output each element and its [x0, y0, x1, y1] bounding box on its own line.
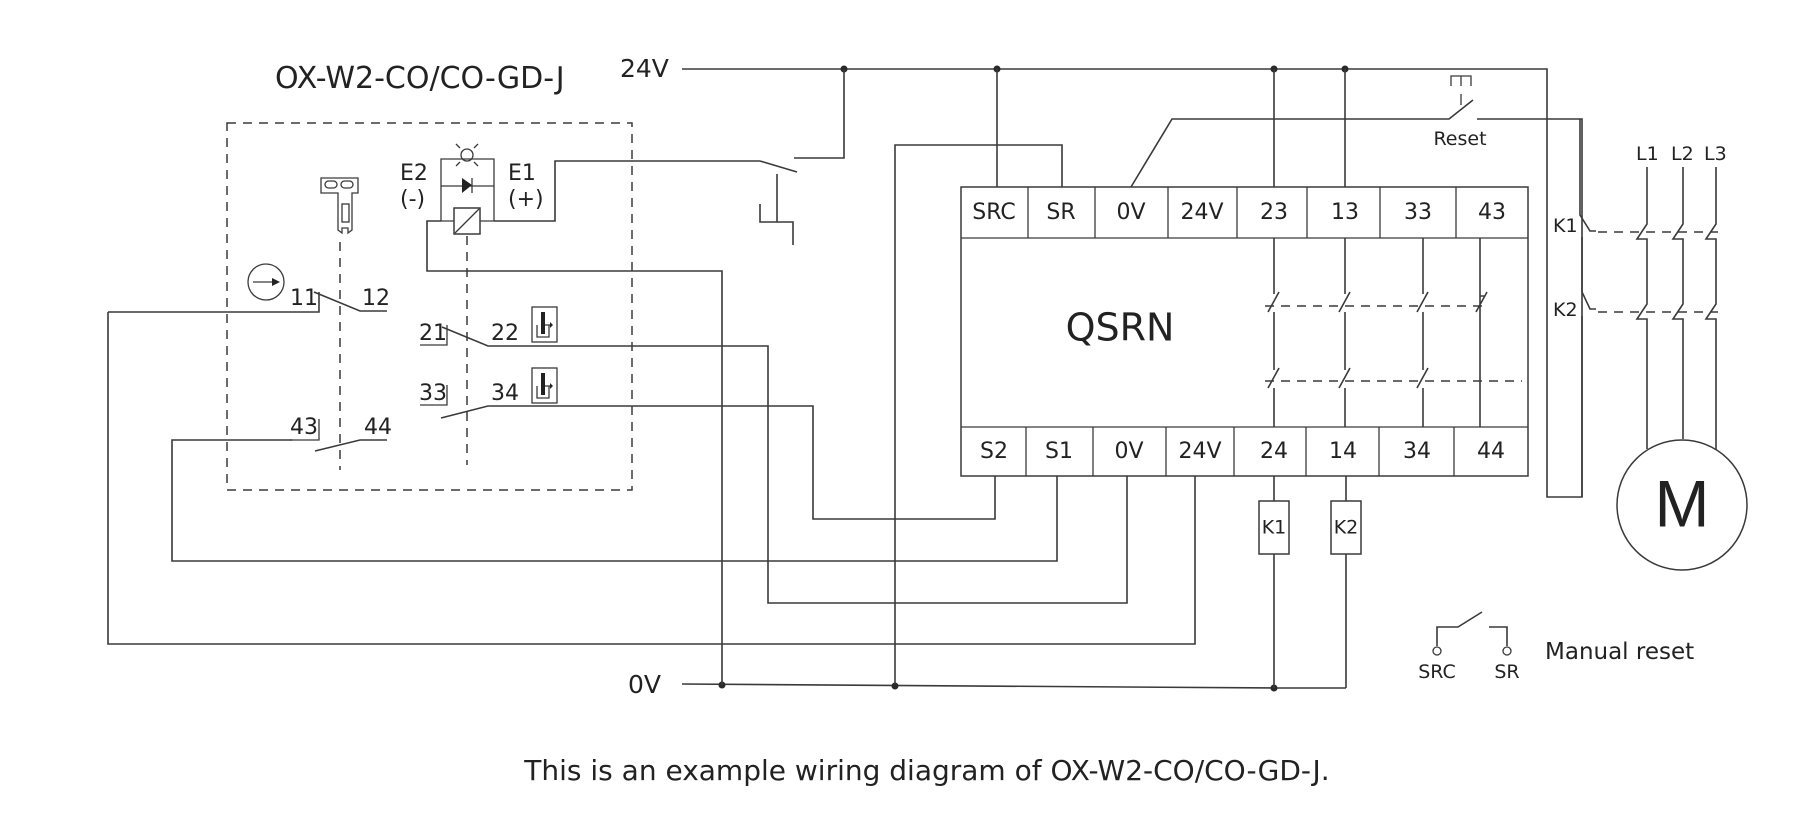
position-switch-icon	[531, 367, 558, 404]
contact-11-12: 11 12	[107, 263, 1196, 645]
terminal-label: S1	[1045, 439, 1073, 464]
contact-33-34: 33 34	[419, 367, 996, 520]
contact-label: 44	[364, 415, 392, 440]
terminal-label: 43	[1478, 200, 1506, 225]
contact-label: 12	[362, 286, 390, 311]
qsrn-relay: QSRN SRC SR 0V 24V 23 13 33 43 S2 S1 0V …	[960, 186, 1529, 477]
e2-polarity: (-)	[400, 187, 425, 212]
rail-24v-label: 24V	[620, 54, 669, 83]
coil-k2: K2	[1330, 476, 1362, 688]
terminal-label: 24V	[1180, 200, 1223, 225]
terminal-label: 0V	[1116, 200, 1145, 225]
wire-e2	[426, 220, 723, 685]
feedback-loop: K1 K2	[1553, 119, 1718, 497]
wire-sr	[894, 144, 1063, 684]
terminal-label: 13	[1331, 200, 1359, 225]
terminal-label: 24	[1260, 439, 1288, 464]
contact-label: 33	[419, 381, 447, 406]
phase-label: L1	[1636, 143, 1659, 165]
relay-top-terminals: SRC SR 0V 24V 23 13 33 43	[972, 200, 1506, 225]
coil-label: K2	[1334, 517, 1359, 539]
terminal-label: 44	[1477, 439, 1505, 464]
terminal-label: SR	[1046, 200, 1075, 225]
k2-contact-label: K2	[1553, 299, 1578, 321]
actuator-key-icon	[320, 177, 359, 235]
reset-button: Reset	[1433, 75, 1487, 150]
wire-23-13	[1273, 69, 1346, 187]
device-title: OX-W2-CO/CO-GD-J	[275, 61, 565, 96]
phase-label: L2	[1671, 143, 1694, 165]
contact-label: 11	[290, 286, 318, 311]
relay-name: QSRN	[1066, 306, 1175, 350]
e1-label: E1	[508, 161, 536, 186]
internal-contacts	[1265, 238, 1522, 427]
terminal-label: 14	[1329, 439, 1357, 464]
rail-24v	[682, 68, 1583, 498]
phase-label: L3	[1704, 143, 1727, 165]
led-solenoid-block	[440, 143, 495, 235]
direction-arrow-icon	[247, 263, 285, 301]
switch-enclosure	[226, 122, 633, 491]
position-switch-icon	[531, 306, 558, 343]
contact-label: 21	[419, 321, 447, 346]
rail-0v	[681, 683, 1346, 689]
e1-polarity: (+)	[508, 187, 544, 212]
terminal-label: 0V	[1114, 439, 1143, 464]
coil-k1: K1	[1258, 476, 1290, 688]
manual-reset-label: Manual reset	[1545, 639, 1694, 665]
relay-bottom-terminals: S2 S1 0V 24V 24 14 34 44	[980, 439, 1505, 464]
terminal-label: 24V	[1178, 439, 1221, 464]
relay-body	[960, 186, 1529, 477]
manual-reset-src: SRC	[1418, 661, 1456, 683]
coil-label: K1	[1262, 517, 1287, 539]
contact-21-22: 21 22	[419, 306, 1128, 604]
wire-43-to-s1	[171, 439, 1058, 562]
emergency-stop-switch	[759, 69, 845, 245]
e2-label: E2	[400, 161, 428, 186]
wire-e1	[494, 160, 760, 222]
manual-reset-sr: SR	[1494, 661, 1519, 683]
rail-0v-label: 0V	[628, 670, 661, 699]
terminal-label: 33	[1404, 200, 1432, 225]
terminal-label: 34	[1403, 439, 1431, 464]
diode-icon	[462, 178, 472, 193]
reset-label: Reset	[1433, 128, 1486, 150]
contact-label: 43	[290, 415, 318, 440]
manual-reset-legend: SRC SR Manual reset	[1418, 611, 1694, 683]
junction-dot	[891, 682, 899, 690]
motor-label: M	[1655, 466, 1710, 540]
contact-label: 22	[491, 321, 519, 346]
terminal-label: S2	[980, 439, 1008, 464]
terminal-label: SRC	[972, 200, 1016, 225]
k1-contact-label: K1	[1553, 215, 1578, 237]
contact-43-44: 43 44	[171, 415, 1058, 562]
contact-label: 34	[491, 381, 519, 406]
wire-11-to-24v	[107, 312, 1196, 645]
power-contacts: L1 L2 L3	[1635, 143, 1727, 449]
diagram-caption: This is an example wiring diagram of OX-…	[523, 754, 1329, 787]
wire-0v-reset	[1130, 99, 1474, 188]
terminal-label: 23	[1260, 200, 1288, 225]
motor: M	[1616, 439, 1748, 571]
